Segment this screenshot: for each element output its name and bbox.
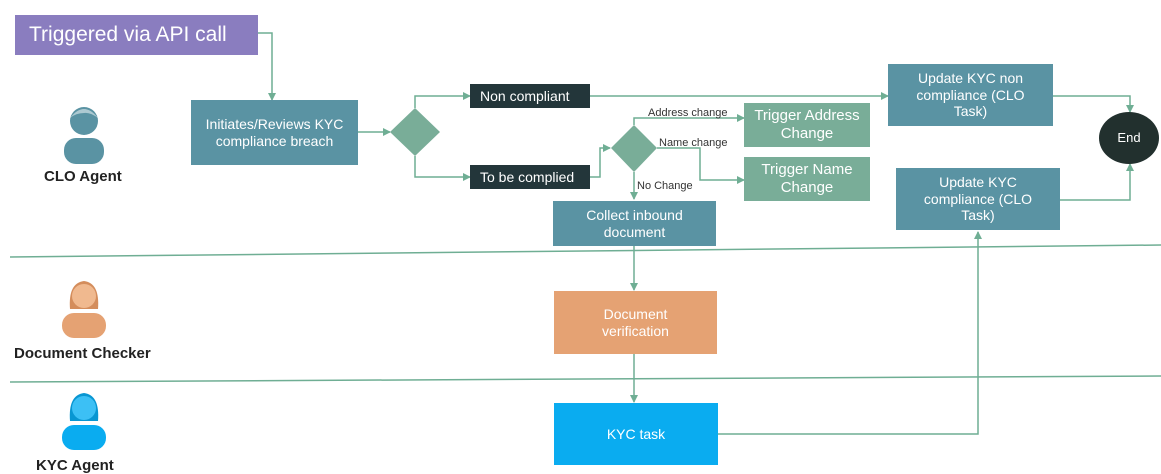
document-checker-icon — [62, 281, 106, 338]
connector-kyc-updatecompliance — [718, 231, 982, 435]
trigger-name-change-node: Trigger Name Change — [744, 157, 870, 201]
connector-updatecompliance-end — [1060, 163, 1134, 201]
update-kyc-non-compliance-node: Update KYC non compliance (CLO Task) — [888, 64, 1053, 126]
no-change-label: No Change — [637, 180, 693, 192]
connector-decision2-name — [657, 147, 745, 184]
connector-decision1-tobecomplied — [414, 156, 471, 181]
non-compliant-node: Non compliant — [470, 84, 590, 108]
trigger-address-change-node: Trigger Address Change — [744, 103, 870, 147]
address-change-label: Address change — [648, 107, 728, 119]
kyc-task-node: KYC task — [554, 403, 718, 465]
document-verification-node: Document verification — [554, 291, 717, 354]
to-be-complied-node: To be complied — [470, 165, 590, 189]
name-change-label: Name change — [659, 137, 728, 149]
connector-updatenon-end — [1053, 95, 1134, 113]
lane-label-document-checker: Document Checker — [14, 345, 151, 362]
collect-inbound-document-node: Collect inbound document — [553, 201, 716, 246]
lane-label-clo-agent: CLO Agent — [44, 168, 122, 185]
decision-diamond-2 — [611, 125, 657, 172]
trigger-box: Triggered via API call — [15, 15, 258, 55]
update-kyc-compliance-node: Update KYC compliance (CLO Task) — [896, 168, 1060, 230]
kyc-agent-icon — [62, 393, 106, 450]
lane-label-kyc-agent: KYC Agent — [36, 457, 114, 474]
connector-decision1-noncompliant — [414, 92, 471, 108]
connector-trigger-initiate — [258, 32, 276, 101]
connector-tobecomplied-decision2 — [590, 144, 611, 178]
initiate-review-node: Initiates/Reviews KYC compliance breach — [191, 100, 358, 165]
decision-diamond-1 — [390, 108, 440, 156]
end-node: End — [1099, 112, 1159, 164]
clo-agent-icon — [64, 107, 104, 164]
lane-divider-2 — [9, 375, 1161, 383]
lane-divider-1 — [9, 244, 1161, 258]
connector-decision2-address — [633, 114, 745, 125]
